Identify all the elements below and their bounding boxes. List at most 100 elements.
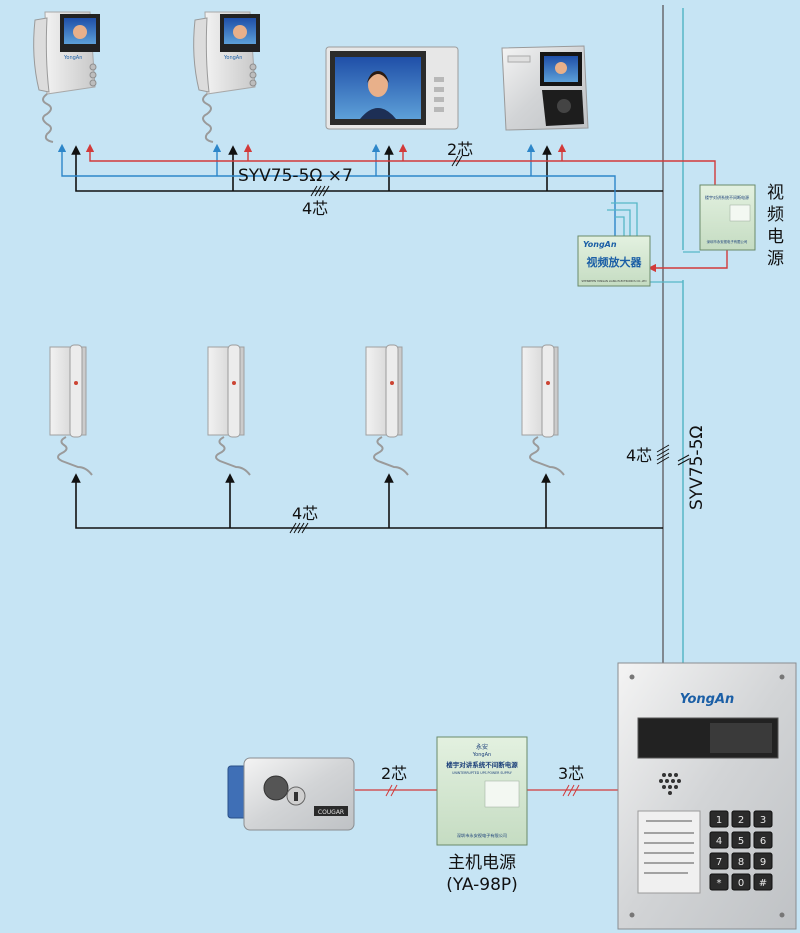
electric-lock: COUGAR [227,757,355,831]
amplifier-input-wires [607,202,638,236]
keypad-key[interactable]: # [753,873,773,891]
video-power-label-char: 频 [767,205,784,225]
keypad-key[interactable]: 6 [753,831,773,849]
screw-tr [779,674,785,680]
keypad-key[interactable]: 8 [731,852,751,870]
video-handset-phone-1: YongAn [33,11,100,143]
keypad-key-label: 5 [738,836,744,847]
handset-button [390,381,394,385]
keypad-key-label: 3 [760,815,766,826]
phone-button-1 [249,63,257,71]
handset-receiver [541,344,555,438]
keypad-key-label: * [717,878,722,889]
phone-button-3 [249,79,257,87]
label-video-cable: SYV75-5Ω ×7 [238,166,353,186]
keypad-key-face [731,852,751,870]
keypad-key-label: 4 [716,836,722,847]
screen-person [555,62,567,74]
label-main-power-model: (YA-98P) [446,875,518,895]
monitor-button-3 [434,97,444,102]
phone-button-2 [249,71,257,79]
phone-brand: YongAn [223,55,242,61]
handset-receiver [385,344,399,438]
tick-vertical-4core [656,444,670,465]
keypad-key-face [753,831,773,849]
keypad-key-label: # [759,878,767,889]
video-handset-phone-2: YongAn [193,11,260,143]
phone-button-3 [89,79,97,87]
video-monitor [325,46,459,130]
blue-video-wire [57,143,616,240]
handset-cord [215,436,251,476]
wiring-labels: SYV75-5Ω ×7 2芯 4芯 4芯 SYV75-5Ω 4芯 2芯 3芯 主… [238,140,707,895]
video-door-phone [501,45,589,131]
screen-person [73,25,87,39]
monitor-button-1 [434,77,444,82]
video-power-label-char: 视 [767,183,784,203]
keypad-key-face [709,852,729,870]
main-power-box-footer: 深圳市永安视电子有限公司 [457,832,507,839]
tick-top-4core [310,185,330,197]
main-power-box-title: 楼宇对讲系统不间断电源 [446,760,518,769]
handset-button [546,381,550,385]
screw-tl [629,674,635,680]
video-wiring [57,143,728,283]
keypad-key-face [731,831,751,849]
amplifier-brand: YongAn [583,240,617,249]
label-audio-4core: 4芯 [292,504,318,523]
screen-person-face [368,73,388,97]
keypad-key[interactable]: 2 [731,810,751,828]
handset-cord [373,436,409,476]
keypad-key-face [709,810,729,828]
phone-handset [33,17,50,93]
keypad-key-face [753,810,773,828]
keypad-key[interactable]: * [709,873,729,891]
trunk-lines [662,5,684,665]
keypad-key[interactable]: 9 [753,852,773,870]
screen-person-body [360,108,396,119]
keypad-key-label: 2 [738,815,744,826]
keypad-key-face [731,873,751,891]
video-power-label-char: 源 [767,249,784,269]
label-main-power-name: 主机电源 [448,853,516,873]
keypad-key[interactable]: 5 [731,831,751,849]
phone-brand: YongAn [63,55,82,61]
keypad-key[interactable]: 1 [709,810,729,828]
audio-bus-wire [71,473,663,529]
label-top-4core: 4芯 [302,199,328,218]
video-power-box-plate [729,204,751,222]
phone-cord [42,93,54,143]
keypad-key-label: 8 [738,857,744,868]
keypad-key[interactable]: 3 [753,810,773,828]
keypad-key-face [753,852,773,870]
video-power-box: 楼宇对讲系统不间断电源 深圳市永安视电子有限公司 [699,184,756,251]
keypad-key[interactable]: 4 [709,831,729,849]
phone-handset [193,17,210,93]
handset-button [74,381,78,385]
audio-wiring [71,473,663,529]
audio-handset-3 [365,344,409,476]
audio-handset-4 [521,344,565,476]
keypad-key-label: 0 [738,878,744,889]
door-station-brand: YongAn [680,692,735,707]
phone-button-2 [89,71,97,79]
keypad-key[interactable]: 7 [709,852,729,870]
keypad-key-label: 7 [716,857,722,868]
tick-lock-2core [385,784,398,797]
keypad-key-label: 1 [716,815,722,826]
monitor-button-4 [434,107,444,112]
keypad-key[interactable]: 0 [731,873,751,891]
lock-keyslot [294,792,298,801]
main-power-box-brand-en: YongAn [472,752,491,758]
tick-audio-4core [289,522,309,534]
video-power-box-footer: 深圳市永安视电子有限公司 [707,239,748,244]
audio-handset-1 [49,344,93,476]
door-station-camera-window [710,723,772,753]
door-station-instructions [637,810,701,894]
amplifier-power-wire [647,250,728,273]
amplifier-footer: SHENZHEN YONGAN LIANG ELECTRONICS CO.,LT… [581,279,646,283]
lock-knob [263,775,289,801]
door-station-instruction-lines [644,820,694,874]
